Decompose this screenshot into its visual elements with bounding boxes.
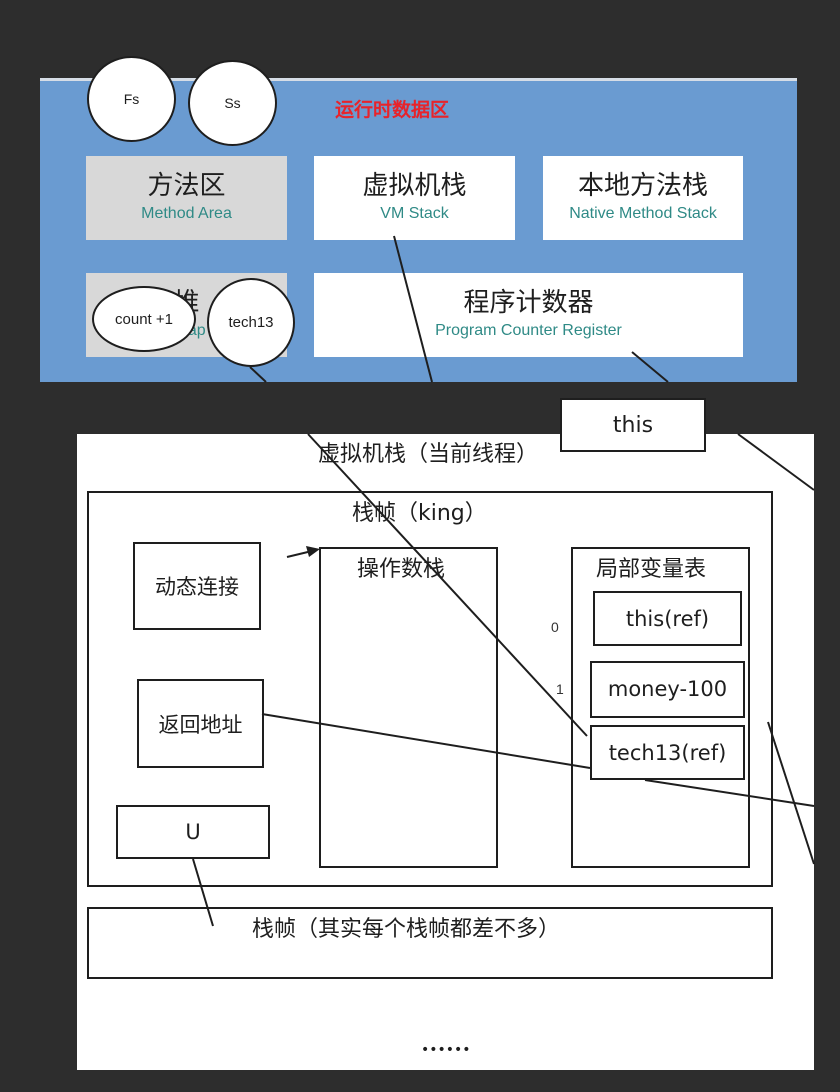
connector-tech13-down — [249, 366, 267, 383]
native-stack-block: 本地方法栈 Native Method Stack — [543, 156, 743, 240]
ss-circle: Ss — [188, 60, 277, 146]
connector-pc-down — [631, 351, 669, 383]
next-stack-frame-box — [87, 907, 773, 979]
local-var-index-0: 0 — [551, 619, 559, 635]
pc-register-block: 程序计数器 Program Counter Register — [314, 273, 743, 357]
return-address-box: 返回地址 — [137, 679, 264, 768]
local-var-this: this(ref) — [593, 591, 742, 646]
vm-stack-panel — [77, 434, 814, 1070]
local-var-money: money-100 — [590, 661, 745, 718]
native-stack-zh: 本地方法栈 — [577, 170, 708, 201]
operand-stack-title: 操作数栈 — [357, 557, 446, 582]
local-var-index-1: 1 — [556, 681, 564, 697]
u-box: U — [116, 805, 270, 859]
local-var-table-title: 局部变量表 — [596, 557, 707, 582]
count-circle: count +1 — [92, 286, 196, 352]
native-stack-en: Native Method Stack — [569, 205, 717, 223]
runtime-area-title: 运行时数据区 — [335, 99, 450, 121]
connector-tech13-to-ref — [307, 433, 588, 737]
connector-this-right — [737, 433, 815, 491]
fs-circle: Fs — [87, 56, 176, 142]
method-area-en: Method Area — [141, 205, 232, 223]
vm-stack-block: 虚拟机栈 VM Stack — [314, 156, 515, 240]
connector-return-address — [261, 713, 591, 769]
stack-frame-king — [87, 491, 773, 887]
arrow-head — [306, 546, 320, 557]
vm-stack-panel-title: 虚拟机栈（当前线程） — [318, 442, 539, 467]
local-var-table-box — [571, 547, 750, 868]
tech13-circle: tech13 — [207, 278, 295, 367]
pc-register-zh: 程序计数器 — [463, 287, 594, 318]
ellipsis: •••••• — [421, 1042, 471, 1058]
pc-register-en: Program Counter Register — [435, 322, 622, 340]
this-box: this — [560, 398, 706, 452]
connector-vmstack-down — [393, 235, 433, 383]
method-area-zh: 方法区 — [147, 170, 226, 201]
connector-right-edge — [767, 721, 815, 865]
vm-stack-en: VM Stack — [380, 205, 449, 223]
method-area-block: 方法区 Method Area — [86, 156, 287, 240]
operand-stack-box — [319, 547, 498, 868]
connector-ref-right — [644, 779, 815, 807]
vm-stack-zh: 虚拟机栈 — [362, 170, 467, 201]
connector-u-down — [192, 858, 214, 927]
next-stack-frame-title: 栈帧（其实每个栈帧都差不多） — [252, 917, 561, 942]
local-var-tech13: tech13(ref) — [590, 725, 745, 780]
dynamic-link-box: 动态连接 — [133, 542, 261, 630]
